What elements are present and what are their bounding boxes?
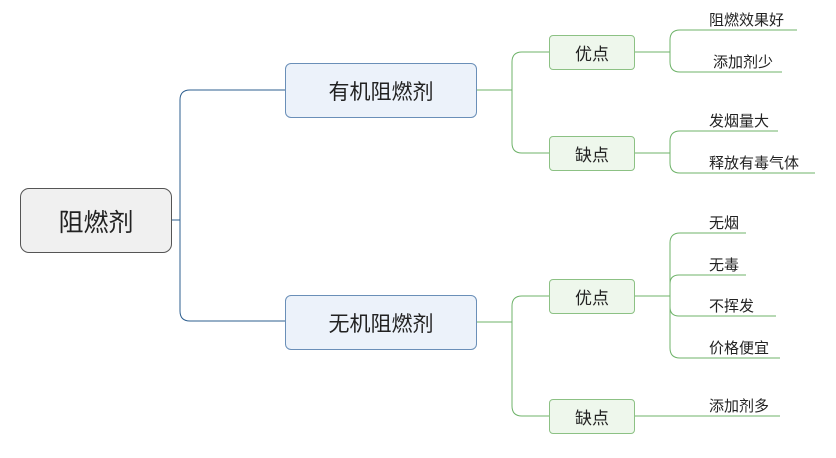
connector-leaf-2	[669, 52, 782, 73]
leaf-organic-con-1[interactable]: 发烟量大	[709, 112, 770, 130]
connector-leaf-5	[634, 232, 746, 297]
leaf-organic-pro-1[interactable]: 阻燃效果好	[709, 11, 785, 29]
organic-pros-node[interactable]: 优点	[549, 35, 635, 70]
leaf-inorganic-pro-1[interactable]: 无烟	[709, 214, 740, 232]
connector-organic-pros	[476, 51, 549, 91]
leaf-inorganic-con-1[interactable]: 添加剂多	[709, 397, 770, 415]
connector-root-organic	[172, 89, 285, 221]
connector-root-inorganic	[179, 220, 285, 322]
connector-leaf-3	[634, 130, 778, 154]
leaf-organic-pro-2[interactable]: 添加剂少	[713, 53, 774, 71]
leaf-inorganic-pro-2[interactable]: 无毒	[709, 256, 740, 274]
inorganic-pros-node[interactable]: 优点	[549, 279, 635, 314]
leaf-inorganic-pro-4[interactable]: 价格便宜	[709, 339, 770, 357]
inorganic-cons-node[interactable]: 缺点	[549, 399, 635, 434]
leaf-inorganic-pro-3[interactable]: 不挥发	[709, 297, 755, 315]
inorganic-node[interactable]: 无机阻燃剂	[285, 295, 477, 350]
connector-inorganic-cons	[511, 322, 549, 417]
connector-leaf-6	[669, 274, 746, 296]
organic-node[interactable]: 有机阻燃剂	[285, 63, 477, 118]
connector-leaf-8	[669, 296, 780, 359]
connector-leaf-1	[634, 29, 797, 53]
connector-inorganic-pros	[476, 295, 549, 323]
connector-leaf-4	[669, 153, 815, 174]
root-node[interactable]: 阻燃剂	[20, 188, 172, 253]
connector-organic-cons	[511, 90, 549, 154]
organic-cons-node[interactable]: 缺点	[549, 136, 635, 171]
leaf-organic-con-2[interactable]: 释放有毒气体	[709, 154, 800, 172]
